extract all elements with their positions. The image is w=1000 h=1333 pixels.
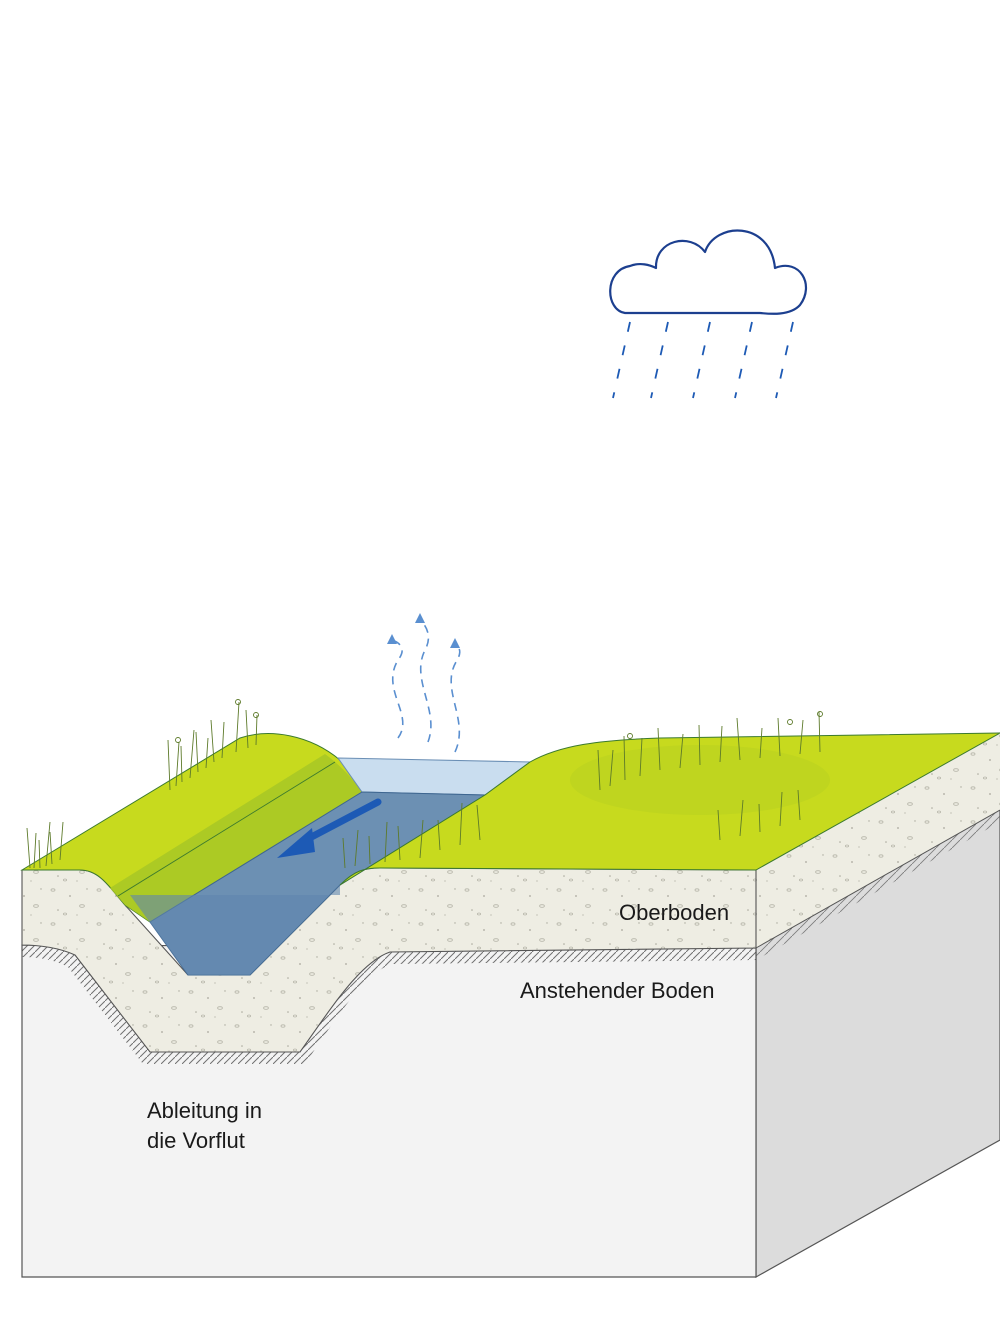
right-meadow — [339, 732, 1000, 886]
rain-drops — [612, 321, 794, 399]
drainage-label: Ableitung in die Vorflut — [147, 1096, 262, 1156]
left-bank — [20, 733, 363, 923]
drainage-label-line1: Ableitung in — [147, 1098, 262, 1123]
rain-cloud-icon — [609, 229, 808, 315]
evaporation-arrow-heads — [387, 613, 460, 648]
flow-direction-arrow-icon — [277, 798, 382, 858]
grass-tufts — [26, 699, 823, 869]
evaporation-arrows-icon — [391, 619, 461, 753]
topsoil-label: Oberboden — [619, 900, 730, 925]
water-surface — [130, 757, 532, 976]
subsoil-label: Anstehender Boden — [520, 978, 715, 1003]
block-side-face — [755, 732, 1000, 1279]
drainage-label-line2: die Vorflut — [147, 1128, 245, 1153]
